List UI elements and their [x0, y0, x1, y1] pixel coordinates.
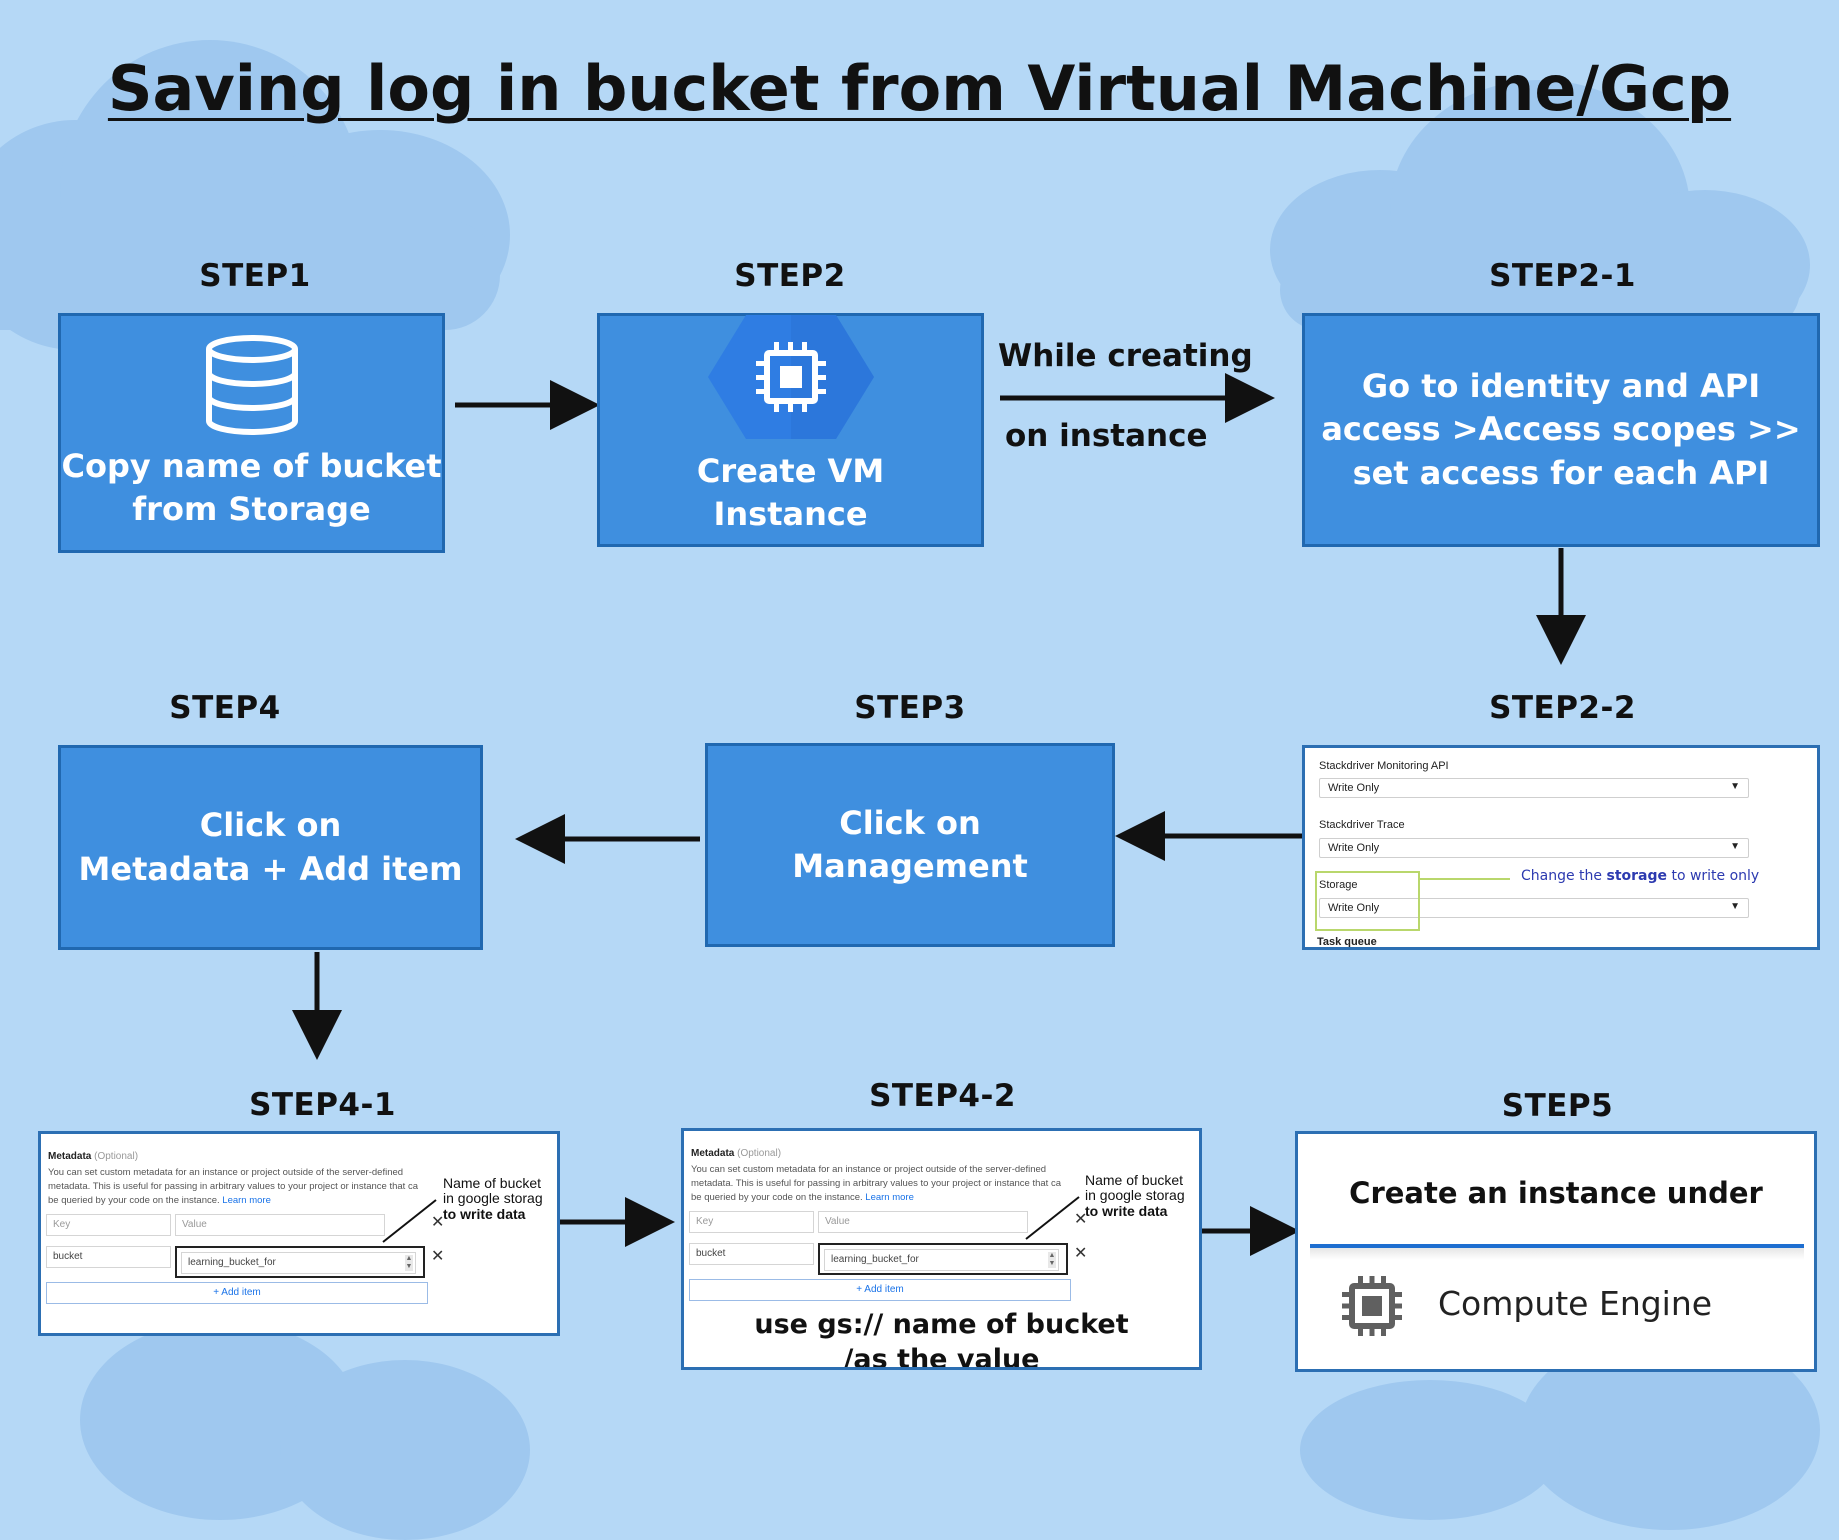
metadata-value-field[interactable]: learning_bucket_for▲▼ — [824, 1249, 1059, 1271]
close-icon[interactable]: ✕ — [431, 1214, 445, 1231]
annotation-leader-line — [382, 1199, 437, 1243]
scope-label-trace: Stackdriver Trace — [1319, 819, 1405, 831]
divider — [1310, 1244, 1804, 1248]
bucket-annotation: Name of bucket in google storag to write… — [443, 1175, 543, 1222]
annotation-leader-line — [1025, 1196, 1080, 1240]
arrow-label-bottom: on instance — [1005, 418, 1208, 454]
spinner-icon: ▲▼ — [1048, 1252, 1056, 1268]
add-item-button[interactable]: + Add item — [46, 1282, 428, 1304]
scope-label-monitoring: Stackdriver Monitoring API — [1319, 760, 1449, 772]
step2-2-screenshot: Stackdriver Monitoring API Write Only ▼ … — [1302, 745, 1820, 950]
compute-engine-chip-icon — [707, 314, 874, 439]
scope-select-monitoring[interactable]: Write Only ▼ — [1319, 778, 1749, 798]
step2-box: Create VM Instance — [597, 313, 984, 547]
metadata-key-field[interactable]: bucket — [689, 1243, 814, 1265]
arrow-label-top: While creating — [998, 338, 1253, 374]
metadata-value-placeholder[interactable]: Value — [175, 1214, 385, 1236]
scope-label-task-queue: Task queue — [1317, 936, 1377, 948]
learn-more-link[interactable]: Learn more — [222, 1194, 271, 1206]
step4-2-label: STEP4-2 — [869, 1078, 1016, 1114]
step2-1-label: STEP2-1 — [1489, 258, 1636, 294]
metadata-key-placeholder[interactable]: Key — [689, 1211, 814, 1233]
metadata-value-highlight: learning_bucket_for▲▼ — [175, 1246, 425, 1278]
step1-box: Copy name of bucket from Storage — [58, 313, 445, 553]
metadata-value-highlight: learning_bucket_for▲▼ — [818, 1243, 1068, 1275]
step4-box: Click on Metadata + Add item — [58, 745, 483, 950]
step2-1-text-line2: access >Access scopes >> — [1321, 410, 1801, 449]
compute-engine-chip-icon — [1342, 1276, 1402, 1336]
scope-select-trace[interactable]: Write Only ▼ — [1319, 838, 1749, 858]
caret-down-icon: ▼ — [1730, 781, 1740, 792]
product-row[interactable]: Compute Engine — [1310, 1248, 1804, 1368]
metadata-description: You can set custom metadata for an insta… — [691, 1164, 1061, 1203]
step5-label: STEP5 — [1501, 1088, 1614, 1124]
page-title: Saving log in bucket from Virtual Machin… — [107, 52, 1732, 125]
step2-1-text-line1: Go to identity and API — [1361, 367, 1761, 406]
step4-1-label: STEP4-1 — [249, 1087, 396, 1123]
spinner-icon: ▲▼ — [405, 1255, 413, 1271]
step2-label: STEP2 — [734, 258, 846, 294]
close-icon[interactable]: ✕ — [431, 1248, 445, 1265]
metadata-value-placeholder[interactable]: Value — [818, 1211, 1028, 1233]
step5-screenshot: Create an instance under Compute Engine — [1295, 1131, 1817, 1372]
step2-text-line1: Create VM — [696, 451, 885, 490]
scope-select-storage[interactable]: Write Only ▼ — [1319, 898, 1749, 918]
metadata-description: You can set custom metadata for an insta… — [48, 1167, 418, 1206]
step4-label: STEP4 — [169, 690, 281, 726]
metadata-key-placeholder[interactable]: Key — [46, 1214, 171, 1236]
step3-label: STEP3 — [854, 690, 966, 726]
step1-text-line1: Copy name of bucket — [61, 446, 442, 485]
step1-label: STEP1 — [199, 258, 311, 294]
add-item-button[interactable]: + Add item — [689, 1279, 1071, 1301]
step2-2-label: STEP2-2 — [1489, 690, 1636, 726]
step2-1-box: Go to identity and API access >Access sc… — [1302, 313, 1820, 547]
database-icon — [205, 334, 298, 435]
product-name: Compute Engine — [1438, 1284, 1713, 1323]
close-icon[interactable]: ✕ — [1074, 1245, 1088, 1262]
caret-down-icon: ▼ — [1730, 841, 1740, 852]
learn-more-link[interactable]: Learn more — [865, 1191, 914, 1203]
scope-select-storage-value: Write Only — [1328, 902, 1380, 914]
step3-text-line2: Management — [792, 847, 1028, 885]
bucket-annotation: Name of bucket in google storag to write… — [1085, 1172, 1185, 1219]
storage-highlight-leader — [1420, 878, 1510, 880]
caret-down-icon: ▼ — [1730, 901, 1740, 912]
close-icon[interactable]: ✕ — [1074, 1211, 1088, 1228]
flow-arrows — [292, 373, 1586, 1256]
step4-1-screenshot: Metadata (Optional) You can set custom m… — [38, 1131, 560, 1336]
step1-text-line2: from Storage — [132, 490, 371, 528]
scope-select-monitoring-value: Write Only — [1328, 782, 1380, 794]
gs-note: use gs:// name of bucket /as the value — [754, 1309, 1129, 1370]
step5-heading: Create an instance under — [1349, 1176, 1763, 1210]
step3-box: Click on Management — [705, 743, 1115, 947]
step3-text-line1: Click on — [839, 803, 981, 842]
step2-1-text-line3: set access for each API — [1352, 453, 1770, 492]
storage-highlight-box — [1315, 871, 1420, 931]
step2-text-line2: Instance — [713, 495, 868, 533]
metadata-title: Metadata (Optional) — [48, 1151, 139, 1162]
scope-select-trace-value: Write Only — [1328, 842, 1380, 854]
step4-text-line2: Metadata + Add item — [78, 849, 463, 888]
scope-label-storage: Storage — [1319, 879, 1358, 891]
metadata-value-field[interactable]: learning_bucket_for▲▼ — [181, 1252, 416, 1274]
metadata-title: Metadata (Optional) — [691, 1148, 782, 1159]
metadata-key-field[interactable]: bucket — [46, 1246, 171, 1268]
step4-2-screenshot: Metadata (Optional) You can set custom m… — [681, 1128, 1202, 1370]
storage-annotation: Change the storage to write only — [1521, 868, 1760, 884]
step4-text-line1: Click on — [199, 806, 342, 845]
